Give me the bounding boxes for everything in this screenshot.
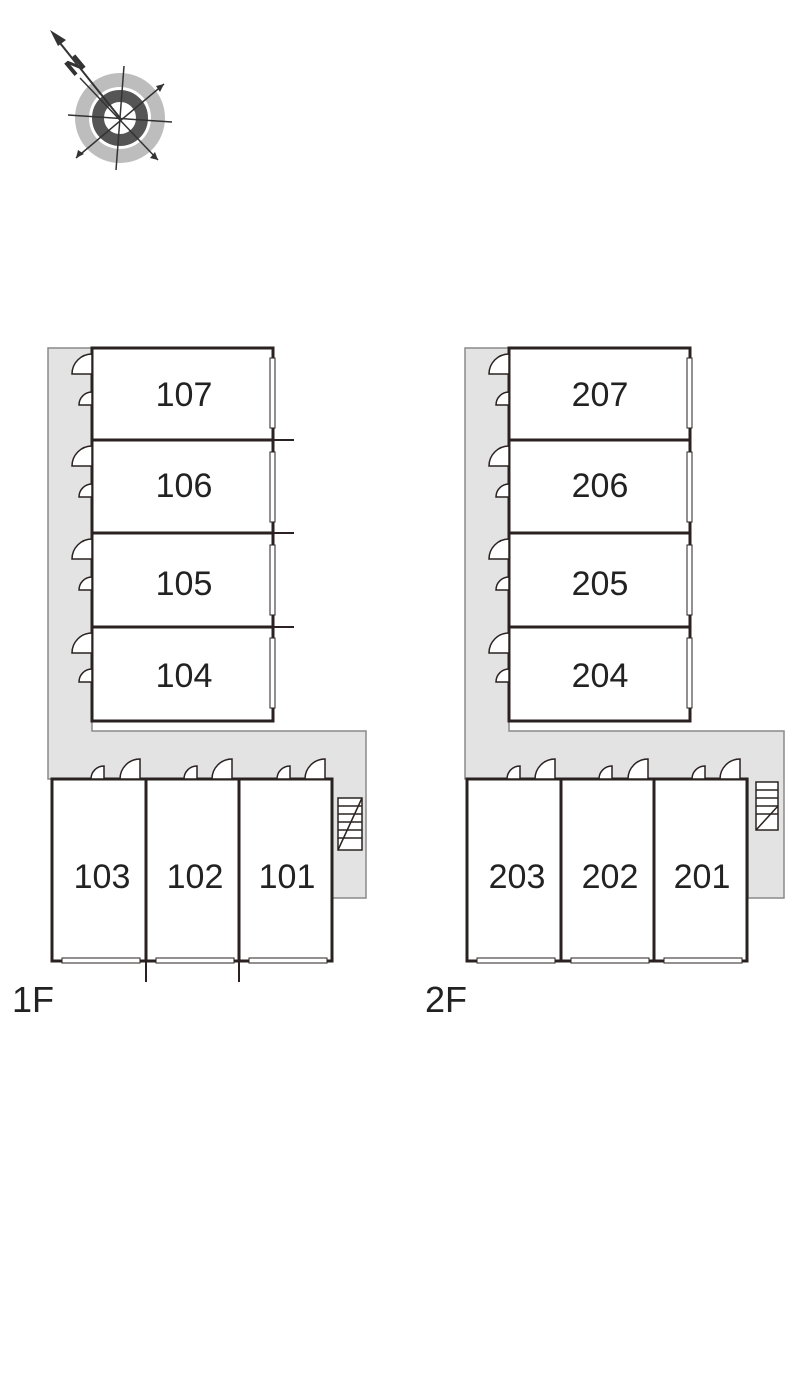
room-label-101: 101 <box>259 858 316 896</box>
windows-2f-lower <box>476 957 743 964</box>
lower-rooms-2f <box>465 777 749 963</box>
room-102[interactable] <box>144 777 241 963</box>
windows-1f-upper <box>269 357 276 709</box>
room-204[interactable] <box>507 625 692 723</box>
doors-1f-lower <box>90 758 326 780</box>
room-104[interactable] <box>90 625 275 723</box>
room-label-103: 103 <box>74 858 131 896</box>
floor-2f-plan: 207 206 205 204 203 202 201 2F <box>425 346 785 1020</box>
room-label-106: 106 <box>156 467 213 505</box>
doors-2f-lower <box>506 758 741 780</box>
room-label-104: 104 <box>156 657 213 695</box>
upper-rooms-1f <box>90 346 275 723</box>
stairs-1f-icon <box>337 797 363 851</box>
room-label-102: 102 <box>167 858 224 896</box>
room-label-201: 201 <box>674 858 731 896</box>
floor-1f-plan: 107 106 105 104 103 102 101 1F <box>12 346 367 1020</box>
room-label-206: 206 <box>572 467 629 505</box>
doors-1f-upper <box>71 353 93 683</box>
room-103[interactable] <box>50 777 148 963</box>
room-label-204: 204 <box>572 657 629 695</box>
windows-1f-lower <box>61 957 328 964</box>
room-label-107: 107 <box>156 376 213 414</box>
lower-rooms-1f <box>50 777 334 963</box>
compass-rose-icon: N <box>50 30 173 171</box>
stairs-2f-icon <box>755 781 779 831</box>
windows-2f-upper <box>686 357 693 709</box>
room-201[interactable] <box>652 777 749 963</box>
floor-label-1f: 1F <box>12 979 54 1020</box>
room-202[interactable] <box>559 777 656 963</box>
floor-label-2f: 2F <box>425 979 467 1020</box>
room-label-202: 202 <box>582 858 639 896</box>
room-label-105: 105 <box>156 565 213 603</box>
balcony-stubs-1f <box>273 439 294 628</box>
doors-2f-upper <box>488 353 510 683</box>
room-label-203: 203 <box>489 858 546 896</box>
room-101[interactable] <box>237 777 334 963</box>
room-label-205: 205 <box>572 565 629 603</box>
room-label-207: 207 <box>572 376 629 414</box>
lower-stubs-1f <box>145 961 240 982</box>
